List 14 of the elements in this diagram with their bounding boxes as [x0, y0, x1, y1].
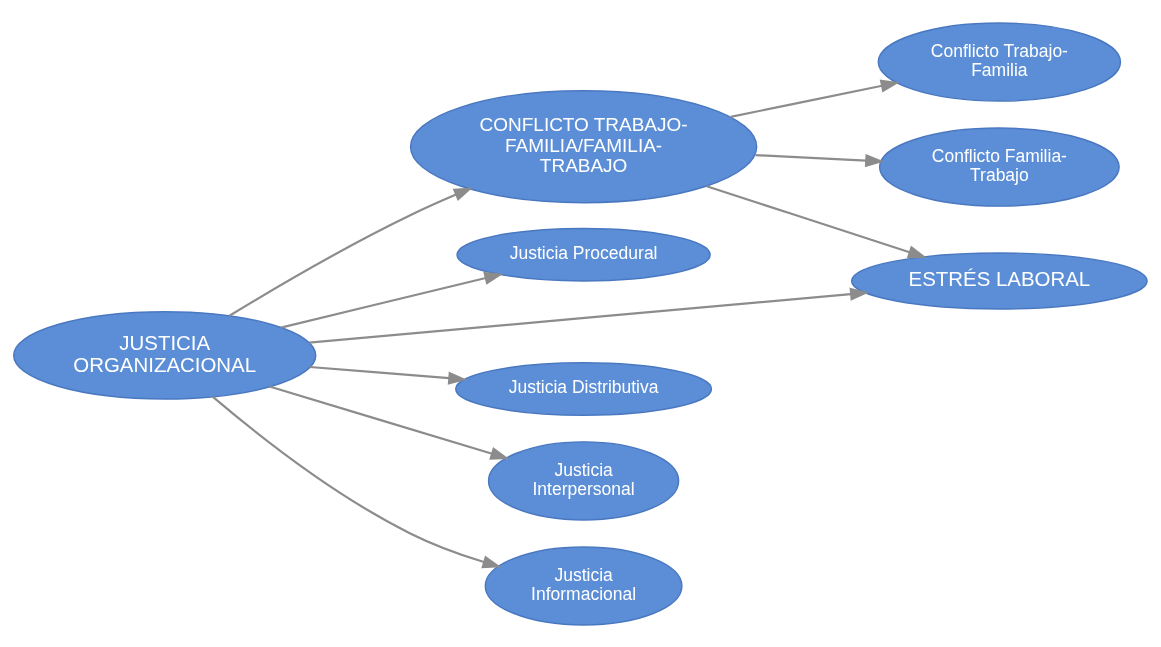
- arrow: [211, 395, 502, 568]
- arrow: [228, 187, 473, 317]
- node-ellipse: Justicia Distributiva: [455, 361, 713, 416]
- arrow: [309, 287, 869, 344]
- arrow: [755, 153, 885, 167]
- arrow: [730, 79, 900, 118]
- node-ellipse: Conflicto Familia-Trabajo: [878, 126, 1120, 207]
- arrow: [309, 365, 468, 385]
- arrow: [706, 184, 927, 258]
- arrow: [280, 271, 504, 329]
- arrow: [269, 385, 510, 460]
- node-ellipse: JUSTICIA ORGANIZACIONAL: [13, 310, 317, 400]
- node-ellipse: Justicia Procedural: [456, 227, 711, 282]
- node-ellipse: Justicia Informacional: [484, 545, 683, 626]
